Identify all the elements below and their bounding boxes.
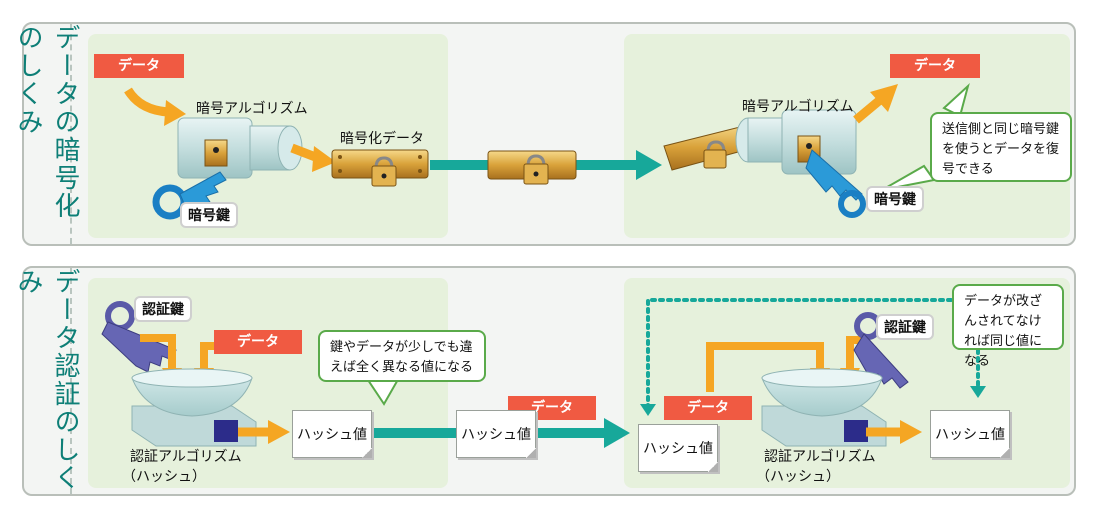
encrypted-data-transit-icon <box>487 150 577 185</box>
auth-algorithm-left-icon <box>131 368 257 447</box>
auth-key-left-icon <box>101 301 177 373</box>
enc-key-label-left: 暗号鍵 <box>180 202 238 228</box>
auth-algo-left-line1: 認証アルゴリズム <box>130 449 242 465</box>
auth-key-label-left: 認証鍵 <box>134 296 192 322</box>
auth-algo-left-line2: （ハッシュ） <box>122 469 206 485</box>
transit-arrow-head <box>636 150 662 180</box>
enc-key-label-right: 暗号鍵 <box>866 186 924 212</box>
authentication-section-label: データ認証のしくみ <box>13 268 80 492</box>
auth-algorithm-right-icon <box>761 368 887 447</box>
encryption-key-right-icon <box>805 149 866 218</box>
enc-algo-label-right: 暗号アルゴリズム <box>742 99 854 115</box>
enc-algo-label-left: 暗号アルゴリズム <box>196 101 308 117</box>
hash-value-computed: ハッシュ値 <box>930 410 1010 458</box>
hash-value-received: ハッシュ値 <box>638 424 718 472</box>
auth-algo-right-line2: （ハッシュ） <box>756 469 840 485</box>
auth-data-tag-right: データ <box>664 396 752 420</box>
encryption-algorithm-left-icon <box>177 117 303 179</box>
auth-key-label-right: 認証鍵 <box>876 314 934 340</box>
hash-value-mid: ハッシュ値 <box>456 410 536 458</box>
auth-callout-left: 鍵やデータが少しでも違えば全く異なる値になる <box>318 330 486 382</box>
auth-data-tag-left: データ <box>214 330 302 354</box>
enc-data-tag-right: データ <box>890 54 980 78</box>
encryption-algorithm-right-icon <box>735 109 857 175</box>
auth-algo-right-line1: 認証アルゴリズム <box>764 449 876 465</box>
arrow-data-to-algo-left-head <box>164 100 186 126</box>
encryption-section-label: データの暗号化のしくみ <box>13 24 80 220</box>
arrow-data-to-algo-left <box>124 87 169 117</box>
auth-transit-arrow-head <box>604 418 630 448</box>
hash-value-left: ハッシュ値 <box>292 410 372 458</box>
enc-data-tag-left: データ <box>94 54 184 78</box>
auth-callout-right: データが改ざんされてなければ同じ値になる <box>952 284 1064 369</box>
authentication-section-label-box: データ認証のしくみ <box>13 268 80 494</box>
enc-callout: 送信側と同じ暗号鍵を使うとデータを復号できる <box>930 112 1072 182</box>
encryption-section-label-box: データの暗号化のしくみ <box>13 24 80 244</box>
enc-encrypted-label: 暗号化データ <box>340 131 424 147</box>
encrypted-data-left-icon <box>331 149 429 187</box>
callout-tail-encryption-bottom <box>881 164 936 191</box>
